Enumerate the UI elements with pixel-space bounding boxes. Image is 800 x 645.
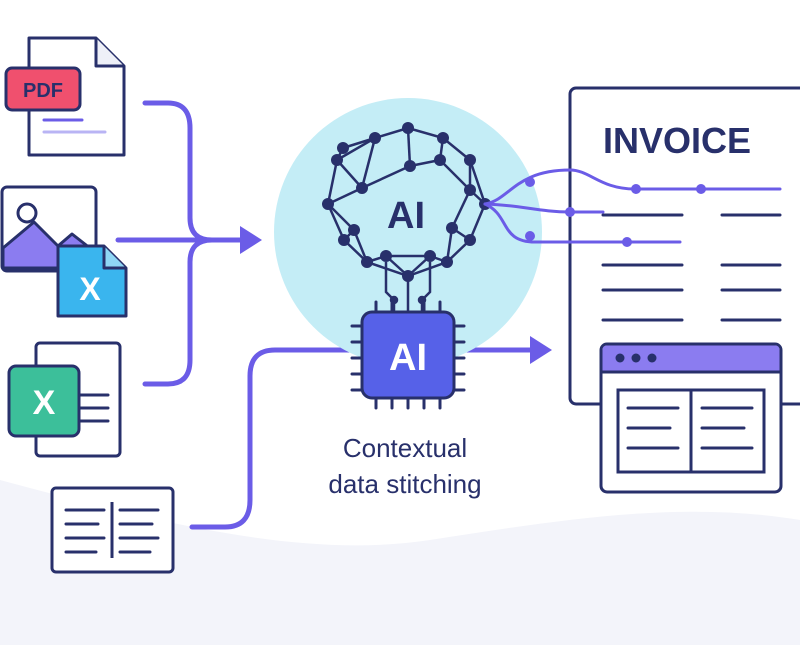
sun-icon <box>16 202 38 224</box>
caption-line-1: Contextual <box>343 433 467 463</box>
window-dot-3 <box>647 353 657 363</box>
invoice-title: INVOICE <box>603 120 751 161</box>
ai-chip: AI <box>350 300 466 410</box>
pdf-badge <box>4 66 82 112</box>
connector-doc <box>189 347 538 530</box>
pdf-badge-label: PDF <box>23 80 63 102</box>
arrowhead-to-ai <box>240 226 262 254</box>
chip-ai-label: AI <box>389 337 427 379</box>
connectors <box>115 100 538 530</box>
window-titlebar <box>602 345 780 372</box>
excel-green-label: X <box>33 384 56 422</box>
invoice-lines <box>601 213 782 322</box>
stitching-nodes <box>525 177 706 247</box>
app-window <box>599 342 783 494</box>
background-wave <box>0 480 800 645</box>
excel-file-green: X <box>7 341 122 458</box>
ai-brain-nodes <box>322 122 491 282</box>
excel-file-blue: X <box>56 244 128 318</box>
window-dot-1 <box>615 353 625 363</box>
connector-excel <box>142 237 215 387</box>
connector-pdf <box>142 100 215 243</box>
arrowhead-to-output <box>530 336 552 364</box>
pdf-document: PDF <box>4 36 126 157</box>
caption-line-2: data stitching <box>328 469 481 499</box>
table-document <box>50 486 175 574</box>
window-dot-2 <box>631 353 641 363</box>
excel-blue-label: X <box>79 271 101 307</box>
brain-ai-label: AI <box>387 195 425 237</box>
excel-green-badge <box>7 364 81 438</box>
